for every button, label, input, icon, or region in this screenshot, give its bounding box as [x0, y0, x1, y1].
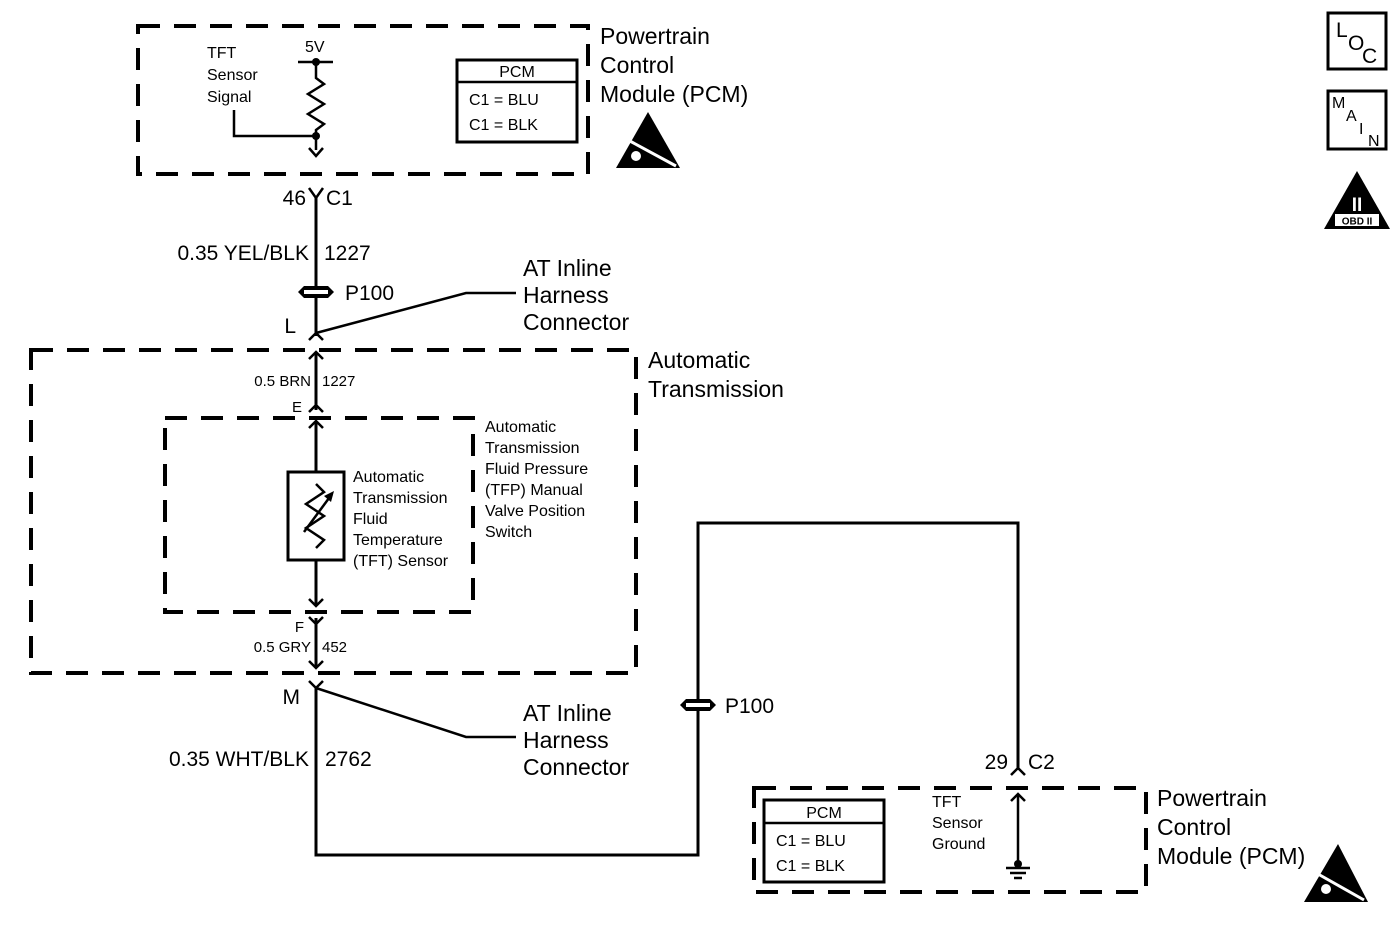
inline-label-2: Harness — [523, 282, 609, 308]
tfp-label-5: Valve Position — [485, 503, 585, 520]
pcm-bottom-legend: PCM C1 = BLU C1 = BLK — [762, 798, 886, 884]
connector-pin: M — [283, 686, 301, 709]
transmission-boundary — [29, 348, 638, 675]
ground-label-3: Ground — [932, 836, 985, 853]
esd-sensitive-icon — [1304, 844, 1368, 902]
tfp-label-3: Fluid Pressure — [485, 461, 588, 478]
tfp-switch-boundary — [163, 416, 475, 614]
voltage-label: 5V — [305, 39, 325, 56]
arrow-down-icon — [308, 660, 324, 670]
connector-name: C1 — [326, 187, 353, 210]
tft-label-4: Temperature — [353, 532, 443, 549]
pcm-top-signal-label-1: TFT — [207, 45, 237, 62]
pcm-bottom-label-1: Powertrain — [1157, 785, 1267, 811]
inline-connector-l: L AT Inline Harness Connector — [284, 255, 629, 341]
wire-circuit-number: 452 — [322, 639, 347, 656]
connector-pin: E — [292, 399, 302, 416]
connector-pin: L — [284, 315, 296, 338]
loc-letter: O — [1348, 32, 1364, 55]
tfp-label-4: (TFP) Manual — [485, 482, 583, 499]
inline-label-1: AT Inline — [523, 255, 612, 281]
pcm-bottom-label-3: Module (PCM) — [1157, 843, 1305, 869]
wire-circuit-number: 2762 — [325, 748, 372, 771]
connector-pin: F — [295, 619, 304, 636]
connector-c2: 29 C2 — [985, 751, 1055, 776]
main-letter: N — [1368, 133, 1380, 150]
legend-header: PCM — [806, 805, 842, 822]
splice-p100-bottom: P100 — [680, 695, 774, 718]
tft-label-3: Fluid — [353, 511, 388, 528]
main-letter: I — [1359, 121, 1363, 138]
tft-label-1: Automatic — [353, 469, 424, 486]
tfp-label-1: Automatic — [485, 419, 556, 436]
esd-sensitive-icon — [616, 112, 680, 168]
legend-row: C1 = BLK — [469, 117, 538, 134]
pcm-top-signal-label-3: Signal — [207, 89, 251, 106]
legend-header: PCM — [499, 64, 535, 81]
location-icon[interactable]: L O C — [1326, 11, 1388, 71]
main-letter: M — [1332, 95, 1345, 112]
legend-row: C1 = BLU — [776, 833, 846, 850]
arrow-down-icon — [308, 147, 324, 158]
pcm-bottom-label-2: Control — [1157, 814, 1231, 840]
wire-gauge-color: 0.5 BRN — [254, 373, 311, 390]
automatic-transmission: Automatic Transmission 0.5 BRN 1227 E Au… — [29, 347, 784, 675]
transmission-label-2: Transmission — [648, 376, 784, 402]
pullup-resistor-icon — [305, 62, 327, 150]
pcm-top-module: TFT Sensor Signal 5V PCM C1 = BLU C1 = B… — [136, 23, 748, 176]
ground-label-2: Sensor — [932, 815, 983, 832]
splice-name: P100 — [725, 695, 774, 718]
pcm-top-label-2: Control — [600, 52, 674, 78]
connector-c1: 46 C1 — [283, 187, 353, 210]
tfp-label-2: Transmission — [485, 440, 580, 457]
inline-label-3: Connector — [523, 309, 629, 335]
pcm-top-label-3: Module (PCM) — [600, 81, 748, 107]
main-letter: A — [1346, 108, 1357, 125]
wire-gauge-color: 0.35 WHT/BLK — [169, 748, 309, 771]
main-icon[interactable]: M A I N — [1326, 89, 1388, 151]
arrow-down-icon — [308, 598, 324, 608]
legend-row: C1 = BLK — [776, 858, 845, 875]
pcm-top-label-1: Powertrain — [600, 23, 710, 49]
inline-label-3: Connector — [523, 754, 629, 780]
connector-pin: 46 — [283, 187, 306, 210]
legend-row: C1 = BLU — [469, 92, 539, 109]
pcm-bottom-boundary — [752, 786, 1148, 894]
inline-label-2: Harness — [523, 727, 609, 753]
inline-connector-m: M AT Inline Harness Connector — [283, 680, 629, 780]
connector-pin: 29 — [985, 751, 1008, 774]
tft-thermistor-icon — [286, 470, 346, 562]
inline-label-1: AT Inline — [523, 700, 612, 726]
tfp-label-6: Switch — [485, 524, 532, 541]
wire-gauge-color: 0.5 GRY — [254, 639, 311, 656]
connector-name: C2 — [1028, 751, 1055, 774]
splice-name: P100 — [345, 282, 394, 305]
wire-circuit-number: 1227 — [322, 373, 355, 390]
obd-ii-icon[interactable]: II OBD II — [1324, 171, 1390, 229]
ground-icon — [1006, 860, 1030, 880]
pcm-top-legend: PCM C1 = BLU C1 = BLK — [455, 58, 579, 144]
tft-label-5: (TFT) Sensor — [353, 553, 449, 570]
loc-letter: L — [1336, 19, 1348, 42]
wire-2762 — [314, 521, 1020, 857]
wire-circuit-number: 1227 — [324, 242, 371, 265]
splice-p100-top: P100 — [298, 282, 394, 305]
pcm-top-signal-label-2: Sensor — [207, 67, 258, 84]
obd-caption: OBD II — [1342, 217, 1373, 228]
transmission-label-1: Automatic — [648, 347, 750, 373]
tft-label-2: Transmission — [353, 490, 448, 507]
ground-label-1: TFT — [932, 794, 962, 811]
wire-gauge-color: 0.35 YEL/BLK — [177, 242, 309, 265]
pcm-top-boundary — [136, 24, 590, 176]
pcm-bottom-module: PCM C1 = BLU C1 = BLK TFT Sensor Ground … — [752, 785, 1368, 902]
obd-numeral: II — [1352, 195, 1363, 216]
loc-letter: C — [1362, 45, 1377, 68]
